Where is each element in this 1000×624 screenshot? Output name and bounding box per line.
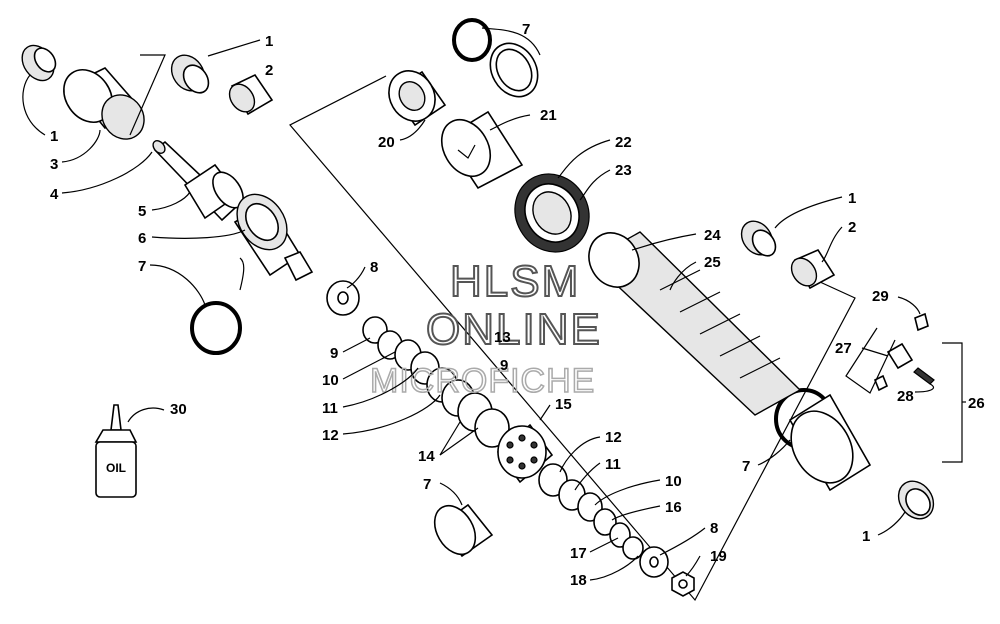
damper-body-part-6 xyxy=(233,193,314,282)
callout-1: 1 xyxy=(50,128,58,145)
oil-bottle-part-30: OIL xyxy=(94,404,138,498)
shim-stack-lower xyxy=(538,463,644,560)
callout-11: 11 xyxy=(605,456,621,473)
assembly-outline xyxy=(289,75,856,602)
valve-part-27 xyxy=(873,342,914,392)
callout-17: 17 xyxy=(570,545,587,562)
callout-2: 2 xyxy=(848,219,856,236)
watermark-line-3: MICROFICHE xyxy=(370,362,595,400)
washer-part-8-upper xyxy=(326,280,360,316)
callout-12: 12 xyxy=(605,429,622,446)
callout-22: 22 xyxy=(615,134,632,151)
band-part-7-lower xyxy=(433,503,494,558)
callout-6: 6 xyxy=(138,230,146,247)
callout-27: 27 xyxy=(835,340,852,357)
sleeve-part-2-right xyxy=(790,248,836,290)
leader-lines xyxy=(22,27,966,581)
sleeve-part-21 xyxy=(440,110,524,190)
callout-4: 4 xyxy=(50,186,59,203)
callout-8: 8 xyxy=(370,259,378,276)
valve-screw-part-29 xyxy=(914,312,929,332)
callout-23: 23 xyxy=(615,162,632,179)
callout-8: 8 xyxy=(710,520,718,537)
callout-9: 9 xyxy=(500,357,508,374)
callout-13: 13 xyxy=(494,329,511,346)
watermark-line-1: HLSM xyxy=(450,257,580,306)
valve-group-bracket xyxy=(942,342,963,463)
callout-1: 1 xyxy=(848,190,856,207)
callout-29: 29 xyxy=(872,288,889,305)
oring-part-28 xyxy=(913,367,935,385)
callout-7: 7 xyxy=(138,258,146,275)
callout-19: 19 xyxy=(710,548,727,565)
oil-label: OIL xyxy=(106,461,126,475)
valve-group-outline xyxy=(845,327,896,394)
callout-11: 11 xyxy=(322,400,338,417)
callout-12: 12 xyxy=(322,427,339,444)
callout-30: 30 xyxy=(170,401,187,418)
oring-part-7-left xyxy=(190,301,242,355)
eyelet-cup-part-3 xyxy=(63,67,145,140)
bushing-part-1-right-upper xyxy=(740,220,777,257)
spring-part-24-25 xyxy=(588,231,802,416)
callout-15: 15 xyxy=(555,396,572,413)
callout-10: 10 xyxy=(665,473,682,490)
watermark-line-2: ONLINE xyxy=(426,305,602,354)
washer-part-8-lower xyxy=(639,546,669,578)
reservoir-cap-part-20 xyxy=(388,70,447,127)
watermark: HLSM ONLINE MICROFICHE xyxy=(369,256,602,401)
callout-3: 3 xyxy=(50,156,58,173)
bushing-part-1-right-lower xyxy=(897,480,935,520)
nut-part-19 xyxy=(671,571,695,597)
callout-numbers: 1 2 1 3 4 5 6 7 8 9 10 11 12 13 9 14 15 … xyxy=(50,21,985,589)
piston-part-15 xyxy=(496,423,554,484)
callout-5: 5 xyxy=(138,203,146,220)
callout-1: 1 xyxy=(265,33,273,50)
bushing-part-1-upper xyxy=(170,54,210,94)
callout-20: 20 xyxy=(378,134,395,151)
callout-10: 10 xyxy=(322,372,339,389)
callout-25: 25 xyxy=(704,254,721,271)
spring-collar-part-22-23 xyxy=(514,173,590,253)
callout-24: 24 xyxy=(704,227,721,244)
callout-7: 7 xyxy=(423,476,431,493)
ring-part-7-top xyxy=(489,42,539,98)
shim-stack-upper xyxy=(362,316,510,448)
callout-26: 26 xyxy=(968,395,985,412)
callout-14: 14 xyxy=(418,448,435,465)
callout-9: 9 xyxy=(330,345,338,362)
callout-18: 18 xyxy=(570,572,587,589)
callout-28: 28 xyxy=(897,388,914,405)
callout-16: 16 xyxy=(665,499,682,516)
callout-2: 2 xyxy=(265,62,273,79)
callout-21: 21 xyxy=(540,107,557,124)
sleeve-part-2-upper xyxy=(228,73,274,116)
reservoir-body xyxy=(788,393,872,492)
bumper-part-5 xyxy=(183,163,244,220)
callout-7: 7 xyxy=(742,458,750,475)
callout-1: 1 xyxy=(862,528,870,545)
callout-7: 7 xyxy=(522,21,530,38)
oring-part-7-top xyxy=(452,18,492,62)
bushing-part-1-left xyxy=(21,44,57,82)
